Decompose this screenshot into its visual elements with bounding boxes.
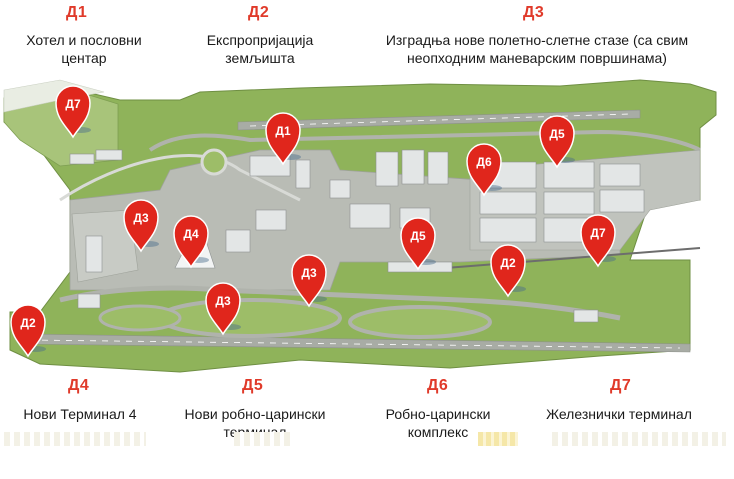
map-pin-icon [580,214,616,268]
map-pin-icon [205,282,241,336]
marker-label: Д3 [133,211,149,225]
marker-label: Д5 [549,127,565,141]
map-pin-icon [55,85,91,139]
map-pin-icon [539,115,575,169]
top-legend-desc-2: Експропријација земљишта [190,31,330,67]
taxi-loop-1 [158,298,342,338]
bottom-legend-code-5: Д5 [242,377,264,394]
upper-runway-centerline [249,113,631,127]
access-road [59,154,301,202]
bottom-legend-desc-6: Робно-царински комплекс [370,405,506,441]
marker-d5-upper[interactable]: Д5 [539,115,575,169]
bottom-legend-desc-6-line-2: комплекс [407,424,469,440]
bottom-legend-desc-4: Нови Терминал 4 [8,405,152,423]
marker-d5-lower[interactable]: Д5 [400,217,436,271]
top-legend-code-3: Д3 [523,4,545,21]
bottom-legend-desc-6-line-1: Робно-царински [385,406,491,422]
bottom-legend-desc-5-line-1: Нови робно-царински [184,406,326,422]
map-pin-icon [400,217,436,271]
marker-d1[interactable]: Д1 [265,112,301,166]
legend-strip-3 [478,432,518,446]
map-pin-icon [10,304,46,358]
marker-d2-left[interactable]: Д2 [10,304,46,358]
taxi-loop-2 [348,305,492,339]
top-legend-desc-3-line-1: Изградња нове полетно-слетне стазе (са с… [385,32,689,48]
marker-d7-rail[interactable]: Д7 [580,214,616,268]
legend-strip-2 [234,432,294,446]
top-legend-desc-2-line-2: земљишта [225,50,295,66]
marker-label: Д2 [500,256,516,270]
top-legend-desc-1-line-1: Хотел и пословни [26,32,142,48]
marker-d7-hotel[interactable]: Д7 [55,85,91,139]
marker-label: Д2 [20,316,36,330]
bottom-legend-code-7: Д7 [610,377,632,394]
top-legend-code-2: Д2 [248,4,270,21]
legend-strip-1 [4,432,146,446]
map-pin-icon [265,112,301,166]
marker-label: Д1 [275,124,291,138]
bottom-legend-desc-4-line-1: Нови Терминал 4 [23,406,137,422]
buildings [69,149,645,323]
marker-label: Д6 [476,155,492,169]
marker-d4[interactable]: Д4 [173,215,209,269]
marker-label: Д5 [410,229,426,243]
lower-runway-centerline [29,339,681,349]
legend-strip-4 [552,432,726,446]
marker-d3-lower[interactable]: Д3 [205,282,241,336]
marker-label: Д4 [183,227,199,241]
top-legend-desc-2-line-1: Експропријација [206,32,314,48]
upper-runway [237,109,641,131]
bottom-legend-code-6: Д6 [427,377,449,394]
map-pin-icon [291,254,327,308]
upper-taxiway [148,129,701,152]
bottom-legend-desc-7: Железнички терминал [530,405,708,423]
top-legend-desc-1: Хотел и пословни центар [8,31,160,67]
map-pin-icon [466,143,502,197]
marker-label: Д3 [215,294,231,308]
top-legend-desc-3-line-2: неопходним маневарским површинама) [407,50,667,66]
top-legend-desc-1-line-2: центар [61,50,107,66]
roundabout [200,148,228,176]
map-markers: Д7 Д1 Д5 Д6 Д3 Д4 Д5 [10,85,616,358]
taxi-loop-3 [98,304,182,332]
map-pin-icon [490,244,526,298]
marker-label: Д7 [590,226,606,240]
map-pin-icon [173,215,209,269]
marker-d3-left[interactable]: Д3 [123,199,159,253]
bottom-legend-desc-7-line-1: Железнички терминал [546,406,692,422]
top-legend-code-1: Д1 [66,4,88,21]
bottom-legend-code-4: Д4 [68,377,90,394]
marker-d3-center[interactable]: Д3 [291,254,327,308]
marker-label: Д3 [301,266,317,280]
rail-line [419,247,701,271]
marker-d2-right[interactable]: Д2 [490,244,526,298]
top-legend-desc-3: Изградња нове полетно-слетне стазе (са с… [356,31,718,67]
marker-label: Д7 [65,97,81,111]
marker-d6[interactable]: Д6 [466,143,502,197]
map-pin-icon [123,199,159,253]
